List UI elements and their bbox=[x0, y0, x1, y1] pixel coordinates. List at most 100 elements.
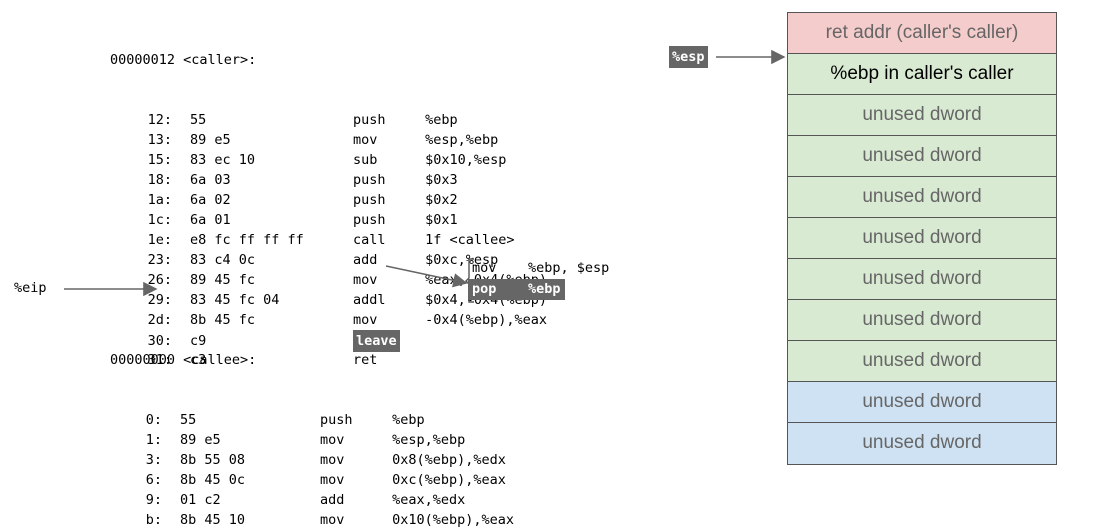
instruction-bytes: e8 fc ff ff ff bbox=[190, 232, 304, 248]
instruction-bytes: 89 e5 bbox=[190, 132, 231, 148]
instruction-address: 13: bbox=[147, 132, 172, 148]
instruction-mnemonic: mov bbox=[320, 452, 345, 468]
stack-slot-label: unused dword bbox=[862, 186, 982, 207]
leave-expansion-brace bbox=[465, 258, 474, 303]
leave-expansion-mnemonic: pop bbox=[472, 281, 497, 297]
instruction-row: 6: 8b 45 0c mov 0xc(%ebp),%eax bbox=[110, 470, 514, 490]
instruction-bytes: 83 45 fc 04 bbox=[190, 292, 280, 308]
instruction-operands: %ebp bbox=[392, 412, 425, 428]
eip-register-label: %eip bbox=[14, 280, 47, 296]
instruction-mnemonic: sub bbox=[353, 152, 378, 168]
instruction-bytes: 83 c4 0c bbox=[190, 252, 256, 268]
instruction-address: 2d: bbox=[147, 312, 172, 328]
instruction-operands: $0x1 bbox=[425, 212, 458, 228]
stack-slot-label: unused dword bbox=[862, 350, 982, 371]
instruction-address: b: bbox=[145, 512, 162, 528]
instruction-row: 0: 55 push %ebp bbox=[110, 410, 514, 430]
instruction-address: 0: bbox=[145, 412, 162, 428]
stack-slot: unused dword bbox=[788, 218, 1056, 259]
leave-expansion-arrow bbox=[385, 265, 468, 288]
stack-slot-label: unused dword bbox=[862, 391, 982, 412]
instruction-address: 6: bbox=[145, 472, 162, 488]
instruction-operands: %esp,%ebp bbox=[425, 132, 499, 148]
instruction-operands: $0xc,%esp bbox=[425, 252, 499, 268]
instruction-bytes: 8b 45 fc bbox=[190, 312, 256, 328]
leave-expansion-operands: %ebp, $esp bbox=[528, 260, 610, 276]
instruction-address: 1: bbox=[145, 432, 162, 448]
instruction-bytes: 55 bbox=[190, 112, 207, 128]
instruction-bytes: 89 45 fc bbox=[190, 272, 256, 288]
instruction-row: 1c: 6a 01 push $0x1 bbox=[110, 210, 547, 230]
instruction-bytes: c3 bbox=[190, 352, 207, 368]
instruction-bytes: 83 ec 10 bbox=[190, 152, 256, 168]
stack-slot-label: unused dword bbox=[862, 145, 982, 166]
stack-slot: %ebp in caller's caller bbox=[788, 54, 1056, 95]
instruction-bytes: 6a 03 bbox=[190, 172, 231, 188]
stack-slot: ret addr (caller's caller) bbox=[788, 13, 1056, 54]
instruction-operands: $0x2 bbox=[425, 192, 458, 208]
callee-symbol-header: 00000000 <callee>: bbox=[110, 352, 257, 368]
instruction-row: 31: c3 ret bbox=[110, 350, 547, 370]
instruction-mnemonic: push bbox=[320, 412, 353, 428]
stack-slot-label: ret addr (caller's caller) bbox=[825, 22, 1019, 43]
instruction-bytes: 8b 45 0c bbox=[180, 472, 246, 488]
stack-slot-label: unused dword bbox=[862, 309, 982, 330]
instruction-address: 18: bbox=[147, 172, 172, 188]
stack-slot: unused dword bbox=[788, 382, 1056, 423]
callee-disassembly-block: 00000000 <callee>: 0: 55 push %ebp 1: 89 e5 m… bbox=[110, 310, 514, 531]
instruction-mnemonic: push bbox=[353, 172, 386, 188]
instruction-mnemonic: mov bbox=[353, 272, 378, 288]
instruction-mnemonic: push bbox=[353, 112, 386, 128]
esp-register-label: %esp bbox=[669, 46, 708, 68]
instruction-operands: 0xc(%ebp),%eax bbox=[392, 472, 506, 488]
instruction-mnemonic: call bbox=[353, 232, 386, 248]
instruction-address: 9: bbox=[145, 492, 162, 508]
stack-slot-label: unused dword bbox=[862, 104, 982, 125]
instruction-bytes: 6a 01 bbox=[190, 212, 231, 228]
instruction-operands: %esp,%ebp bbox=[392, 432, 466, 448]
stack-slot: unused dword bbox=[788, 423, 1056, 464]
instruction-address: 31: bbox=[147, 352, 172, 368]
instruction-address: 15: bbox=[147, 152, 172, 168]
leave-expansion-row: mov%ebp, $esp bbox=[472, 258, 609, 279]
stack-slot: unused dword bbox=[788, 259, 1056, 300]
stack-slot: unused dword bbox=[788, 341, 1056, 382]
instruction-address: 1c: bbox=[147, 212, 172, 228]
instruction-mnemonic: ret bbox=[353, 352, 378, 368]
instruction-mnemonic: push bbox=[353, 212, 386, 228]
instruction-row: 15: 83 ec 10 sub $0x10,%esp bbox=[110, 150, 547, 170]
instruction-mnemonic: push bbox=[353, 192, 386, 208]
instruction-mnemonic: mov bbox=[320, 472, 345, 488]
instruction-mnemonic: mov bbox=[320, 512, 345, 528]
instruction-operands: $0x10,%esp bbox=[425, 152, 507, 168]
instruction-mnemonic: mov bbox=[353, 132, 378, 148]
leave-expansion-row: pop%ebp bbox=[468, 279, 565, 300]
instruction-bytes: 6a 02 bbox=[190, 192, 231, 208]
instruction-operands: 0x8(%ebp),%edx bbox=[392, 452, 506, 468]
instruction-operands: 0x10(%ebp),%eax bbox=[392, 512, 515, 528]
instruction-bytes: 01 c2 bbox=[180, 492, 221, 508]
stack-slot: unused dword bbox=[788, 136, 1056, 177]
instruction-address: 3: bbox=[145, 452, 162, 468]
instruction-mnemonic: mov bbox=[353, 312, 378, 328]
stack-slot-label: unused dword bbox=[862, 227, 982, 248]
instruction-operands: 1f <callee> bbox=[425, 232, 515, 248]
instruction-bytes: 55 bbox=[180, 412, 197, 428]
stack-slot-label: unused dword bbox=[862, 432, 982, 453]
instruction-address: 30: bbox=[147, 333, 172, 349]
instruction-address: 12: bbox=[147, 112, 172, 128]
instruction-mnemonic: add bbox=[353, 252, 378, 268]
instruction-bytes: 89 e5 bbox=[180, 432, 221, 448]
stack-slot: unused dword bbox=[788, 177, 1056, 218]
